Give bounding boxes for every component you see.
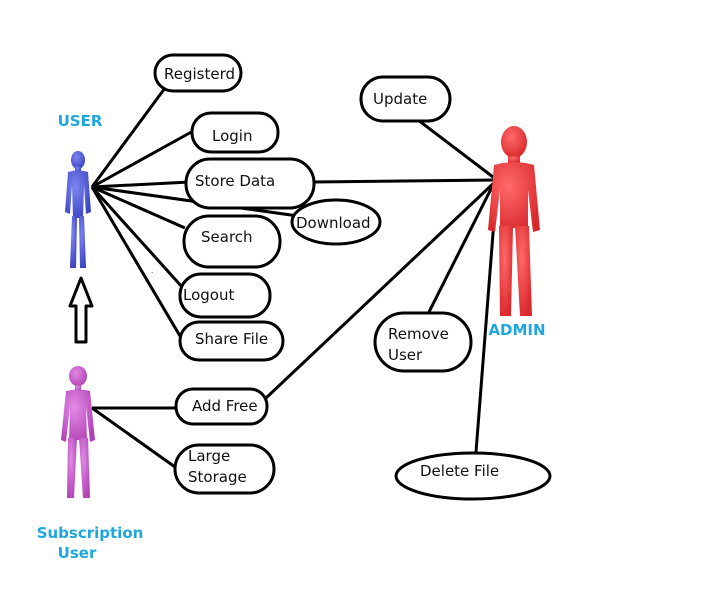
- svg-text:.: .: [151, 266, 153, 275]
- user-actor-icon: [65, 151, 91, 268]
- use-case-update: [359, 75, 452, 123]
- use-case-add-free: [174, 387, 269, 426]
- link-user-logout: [90, 185, 185, 290]
- use-case-large-storage-label-line2: Storage: [188, 468, 247, 486]
- link-user-store-data: [91, 180, 191, 189]
- use-case-login-label: Login: [212, 127, 252, 145]
- use-case-store-data: [184, 157, 316, 210]
- subscription-user-label-line1: Subscription: [36, 524, 144, 542]
- link-admin-update: [417, 118, 498, 182]
- link-user-search: [91, 185, 186, 230]
- use-case-registerd-label: Registerd: [164, 65, 235, 83]
- use-case-large-storage: [173, 443, 276, 495]
- subscription-user-actor-icon: [61, 366, 95, 498]
- use-case-delete-file-label: Delete File: [420, 462, 499, 480]
- use-case-login: [190, 111, 280, 154]
- associations: [90, 87, 499, 469]
- use-case-download-label: Download: [296, 214, 371, 232]
- use-case-logout: [178, 272, 272, 319]
- use-case-store-data-label: Store Data: [195, 172, 275, 190]
- use-case-add-free-label: Add Free: [192, 397, 258, 415]
- admin-actor-label: ADMIN: [488, 321, 546, 339]
- link-user-share-file: [90, 186, 182, 337]
- use-case-share-file-label: Share File: [195, 330, 268, 348]
- link-user-login: [91, 128, 196, 189]
- use-case-delete-file: [394, 451, 552, 501]
- use-case-remove-user-label-line1: Remove: [388, 325, 449, 343]
- link-admin-remove-user: [427, 182, 496, 313]
- generalization-arrow: [68, 276, 94, 344]
- use-case-download: [290, 198, 382, 246]
- link-admin-add-free: [264, 178, 499, 400]
- use-case-remove-user: [373, 311, 473, 373]
- use-case-large-storage-label-line1: Large: [188, 447, 230, 465]
- use-case-share-file: [178, 320, 285, 362]
- use-case-search: [182, 214, 282, 269]
- use-case-logout-label: Logout: [183, 286, 234, 304]
- link-user-registerd: [90, 87, 167, 188]
- admin-actor-icon: [488, 126, 540, 316]
- link-admin-store-data: [312, 178, 498, 184]
- link-sub-large-storage: [91, 406, 176, 469]
- user-actor-label: USER: [57, 112, 103, 130]
- use-case-update-label: Update: [373, 90, 427, 108]
- use-case-search-label: Search: [201, 228, 253, 246]
- use-case-registerd: [153, 53, 243, 93]
- use-case-remove-user-label-line2: User: [388, 346, 423, 364]
- subscription-user-label-line2: User: [57, 544, 97, 562]
